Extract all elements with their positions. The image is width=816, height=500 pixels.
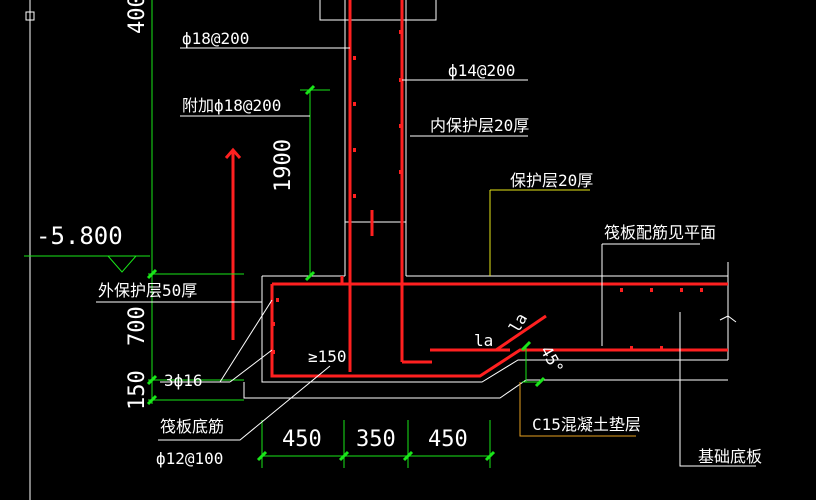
label-la-1: la [474,331,493,350]
label-inner-cover: 内保护层20厚 [430,116,529,135]
rebar-la-diagonal [495,314,547,352]
rebar-raft-bottom [270,284,728,378]
break-symbol [719,315,737,323]
label-c15: C15混凝土垫层 [532,415,641,434]
leader-cover20 [489,189,590,276]
label-add-bar18: 附加ф18@200 [182,96,281,115]
rebar-add-hook [224,147,242,159]
rebar-group [224,0,728,378]
label-cover20: 保护层20厚 [510,171,593,190]
label-raft-bottom: 筏板底筋 [160,417,224,436]
raft-bottom-outline [261,276,728,383]
dim-700: 700 [125,306,150,346]
leader-lines [96,47,756,467]
label-base-plate: 基础底板 [698,447,762,466]
label-bar14-200: ф14@200 [448,61,515,80]
dimension-ticks [146,84,546,462]
dim-450-left: 450 [282,427,322,452]
label-outer-cover: 外保护层50厚 [98,281,197,300]
label-bar12-100: ф12@100 [156,449,223,468]
dim-150: 150 [125,370,150,410]
dim-350: 350 [356,427,396,452]
elevation-triangle [107,255,137,273]
column-top-box [319,0,437,21]
label-angle45: 45° [537,343,568,378]
dimension-lines [24,0,540,468]
leader-raft-bottom [158,365,331,441]
leader-c15 [519,382,636,437]
label-la-2: la [505,310,531,336]
dim-400: 400 [125,0,150,34]
label-bar18-200: ф18@200 [182,29,249,48]
rebar-dots [272,30,703,354]
label-elevation: -5.800 [36,222,123,250]
label-3bar16: 3ф16 [164,371,203,390]
crosshair-box [25,11,35,21]
label-ge150: ≥150 [308,347,347,366]
leader-base-plate [679,312,756,467]
dim-450-right: 450 [428,427,468,452]
dim-1900: 1900 [271,139,296,192]
label-raft-reinf: 筏板配筋见平面 [604,223,716,242]
c15-cushion-outline [243,379,728,399]
